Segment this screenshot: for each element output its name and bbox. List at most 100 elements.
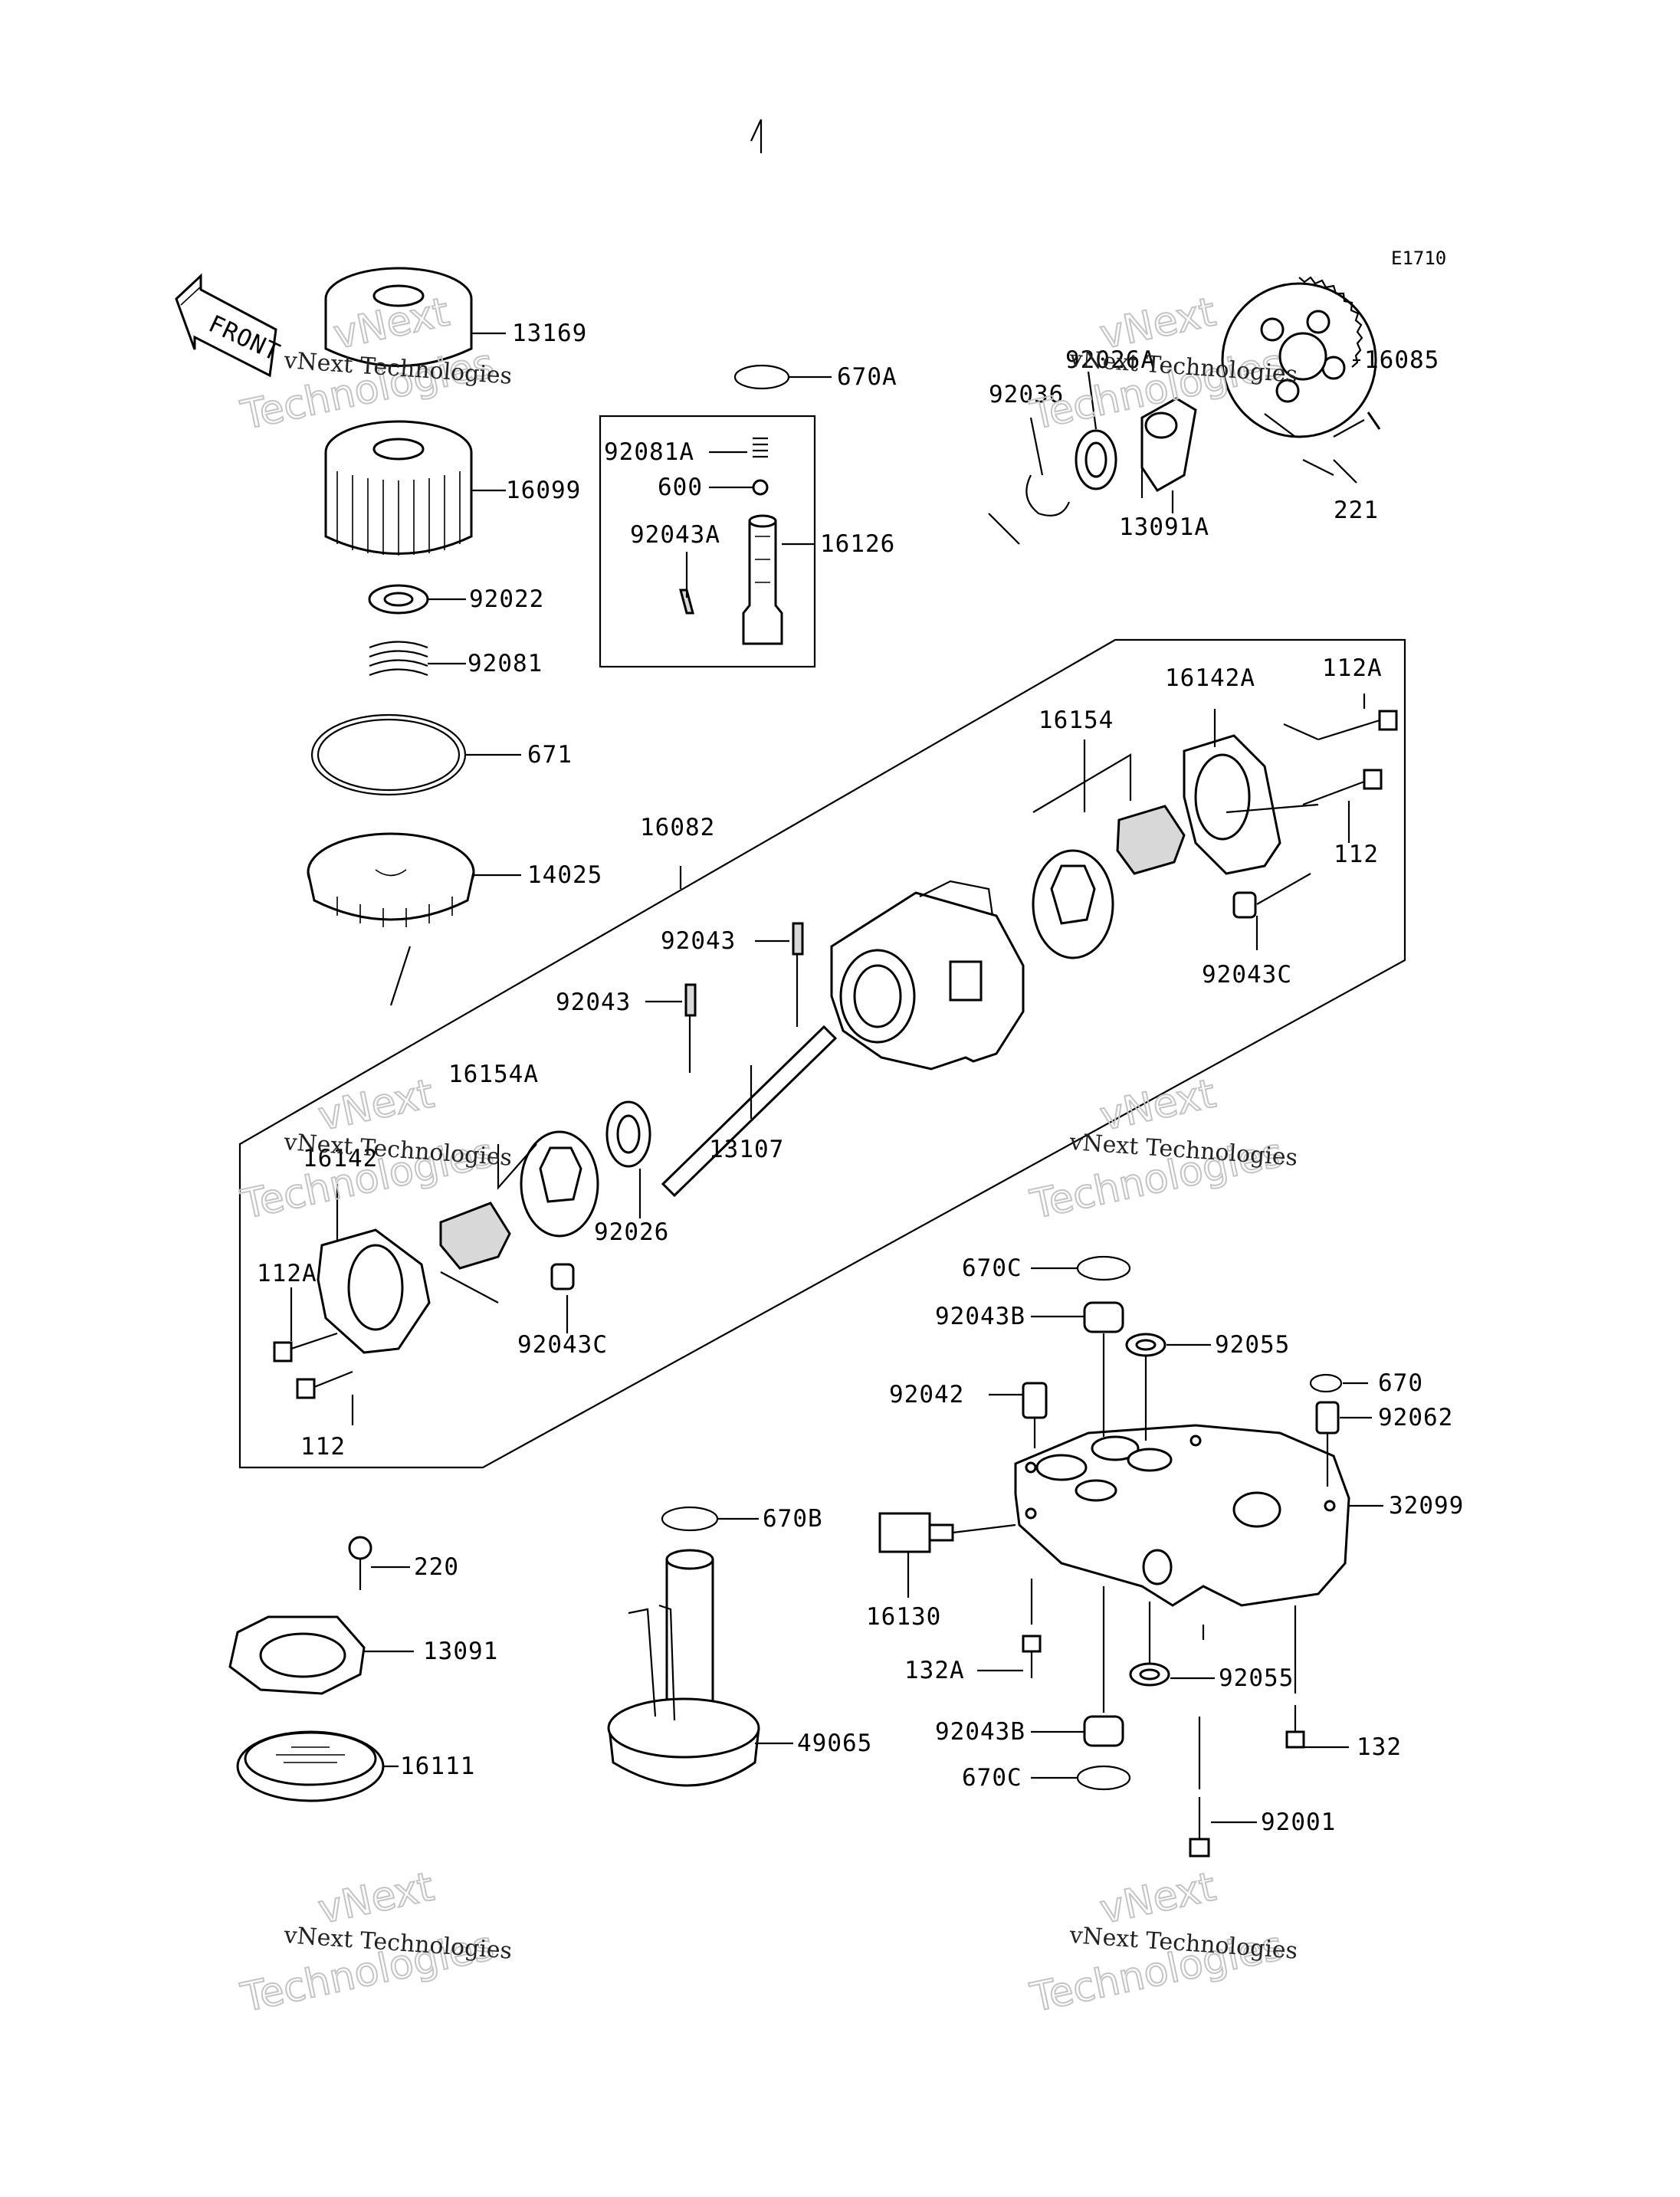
label-92081: 92081 <box>468 650 543 677</box>
leader-filter-bottom <box>389 946 412 1006</box>
label-220: 220 <box>414 1553 459 1581</box>
label-92036: 92036 <box>989 381 1064 408</box>
bolt-221 <box>1333 412 1381 438</box>
label-16099: 16099 <box>506 477 581 504</box>
leader-670A-top <box>750 119 763 153</box>
leaders-pump-body <box>952 1333 1329 1789</box>
watermark-middle-left: vNext Technologies vNext Technologies <box>236 1070 513 1228</box>
collar-92043B-top <box>1083 1301 1124 1333</box>
label-112-left: 112 <box>300 1433 346 1461</box>
spring-92081A <box>753 437 768 458</box>
svg-text:vNext: vNext <box>314 1864 438 1933</box>
relief-valve-body <box>742 514 783 645</box>
label-670: 670 <box>1378 1369 1423 1397</box>
label-16142: 16142 <box>303 1145 378 1172</box>
label-92043A: 92043A <box>630 521 720 549</box>
leaders-right-pump <box>1032 723 1319 905</box>
outer-rotor-16154 <box>1032 849 1114 959</box>
shaft-13107 <box>661 1025 838 1198</box>
label-92081A: 92081A <box>604 438 694 466</box>
relief-valve-box <box>599 415 816 668</box>
pump-cover-16142A <box>1183 734 1281 875</box>
o-ring-670C-bottom <box>1076 1765 1131 1791</box>
label-92026: 92026 <box>594 1218 669 1246</box>
label-13169: 13169 <box>512 320 587 347</box>
collar-92043B-bottom <box>1083 1715 1124 1747</box>
label-112A-left: 112A <box>257 1260 317 1287</box>
oil-filter-cover-13169 <box>324 267 473 367</box>
label-670C-top: 670C <box>962 1254 1022 1282</box>
bolt-112-right <box>1302 769 1383 806</box>
label-92022: 92022 <box>469 585 544 613</box>
ball-600 <box>752 479 769 496</box>
leaders-gear-group <box>988 413 1334 545</box>
o-ring-670 <box>1309 1373 1343 1393</box>
label-670C-bottom: 670C <box>962 1764 1022 1792</box>
washer-92022 <box>368 584 429 615</box>
label-14025: 14025 <box>527 861 602 889</box>
label-92042: 92042 <box>889 1381 964 1408</box>
label-16126: 16126 <box>820 530 895 558</box>
o-ring-670C-top <box>1076 1255 1131 1281</box>
bolt-112A-right <box>1317 710 1398 741</box>
plate-13091 <box>228 1615 366 1695</box>
spring-92081 <box>369 641 428 677</box>
front-direction-arrow-icon: FRONT <box>175 273 284 378</box>
label-92062: 92062 <box>1378 1404 1453 1431</box>
shaft-plate-13091A <box>1140 397 1197 492</box>
washer-92026 <box>605 1100 651 1168</box>
dowel-92062 <box>1315 1401 1340 1435</box>
label-92055-bottom: 92055 <box>1219 1664 1294 1692</box>
leaders-pins <box>688 954 799 1073</box>
label-671: 671 <box>527 741 573 769</box>
pin-92043A <box>679 589 694 615</box>
o-ring-670A <box>733 364 790 390</box>
gear-16085 <box>1221 276 1377 438</box>
o-ring-670B <box>661 1506 719 1532</box>
label-92043B-bottom: 92043B <box>935 1718 1025 1746</box>
label-600: 600 <box>658 474 703 501</box>
washer-92026A <box>1075 429 1117 490</box>
inner-rotor-16154A <box>439 1202 511 1270</box>
label-16154: 16154 <box>1039 707 1114 734</box>
dowel-92043C-left <box>550 1263 575 1290</box>
label-16130: 16130 <box>866 1603 941 1631</box>
bolt-132A <box>1022 1635 1042 1678</box>
bolt-92001 <box>1189 1797 1210 1858</box>
dowel-92042 <box>1022 1382 1048 1419</box>
label-112-right: 112 <box>1334 841 1379 868</box>
oil-pump-assembly-box <box>238 638 1406 1469</box>
label-92055-top: 92055 <box>1215 1331 1290 1359</box>
label-16085: 16085 <box>1364 346 1439 374</box>
watermark-bottom-left: vNext Technologies vNext Technologies <box>236 1863 513 2022</box>
dowel-92043C-right <box>1232 891 1257 919</box>
label-49065: 49065 <box>797 1730 872 1757</box>
label-13091A: 13091A <box>1119 513 1209 541</box>
label-16111: 16111 <box>400 1753 475 1780</box>
label-16154A: 16154A <box>448 1061 539 1088</box>
label-13091: 13091 <box>423 1638 498 1665</box>
watermark-bottom-right: vNext Technologies vNext Technologies <box>1025 1863 1298 2022</box>
bolt-132 <box>1285 1705 1305 1749</box>
label-92043C-left: 92043C <box>517 1331 608 1359</box>
oil-filter-16099 <box>324 420 473 556</box>
pump-cover-16142 <box>317 1228 431 1354</box>
bolt-112-left <box>296 1370 353 1399</box>
sensor-16130 <box>878 1512 954 1553</box>
label-132A: 132A <box>904 1657 965 1684</box>
label-32099: 32099 <box>1389 1492 1464 1520</box>
pin-92043-b <box>684 983 697 1017</box>
label-13107: 13107 <box>709 1136 784 1163</box>
label-112A-right: 112A <box>1322 654 1383 682</box>
pump-body-32099 <box>1014 1424 1350 1607</box>
diagram-code: E1710 <box>1391 248 1446 269</box>
screw-220 <box>348 1536 372 1590</box>
filter-cap-14025 <box>307 832 475 927</box>
inner-rotor-16154 <box>1116 805 1186 875</box>
pin-92043-a <box>792 922 804 956</box>
seal-92055-top <box>1125 1333 1166 1357</box>
label-92043-a: 92043 <box>661 927 736 955</box>
o-ring-671 <box>310 713 467 796</box>
pump-housing <box>830 880 1025 1071</box>
label-221: 221 <box>1334 497 1379 524</box>
